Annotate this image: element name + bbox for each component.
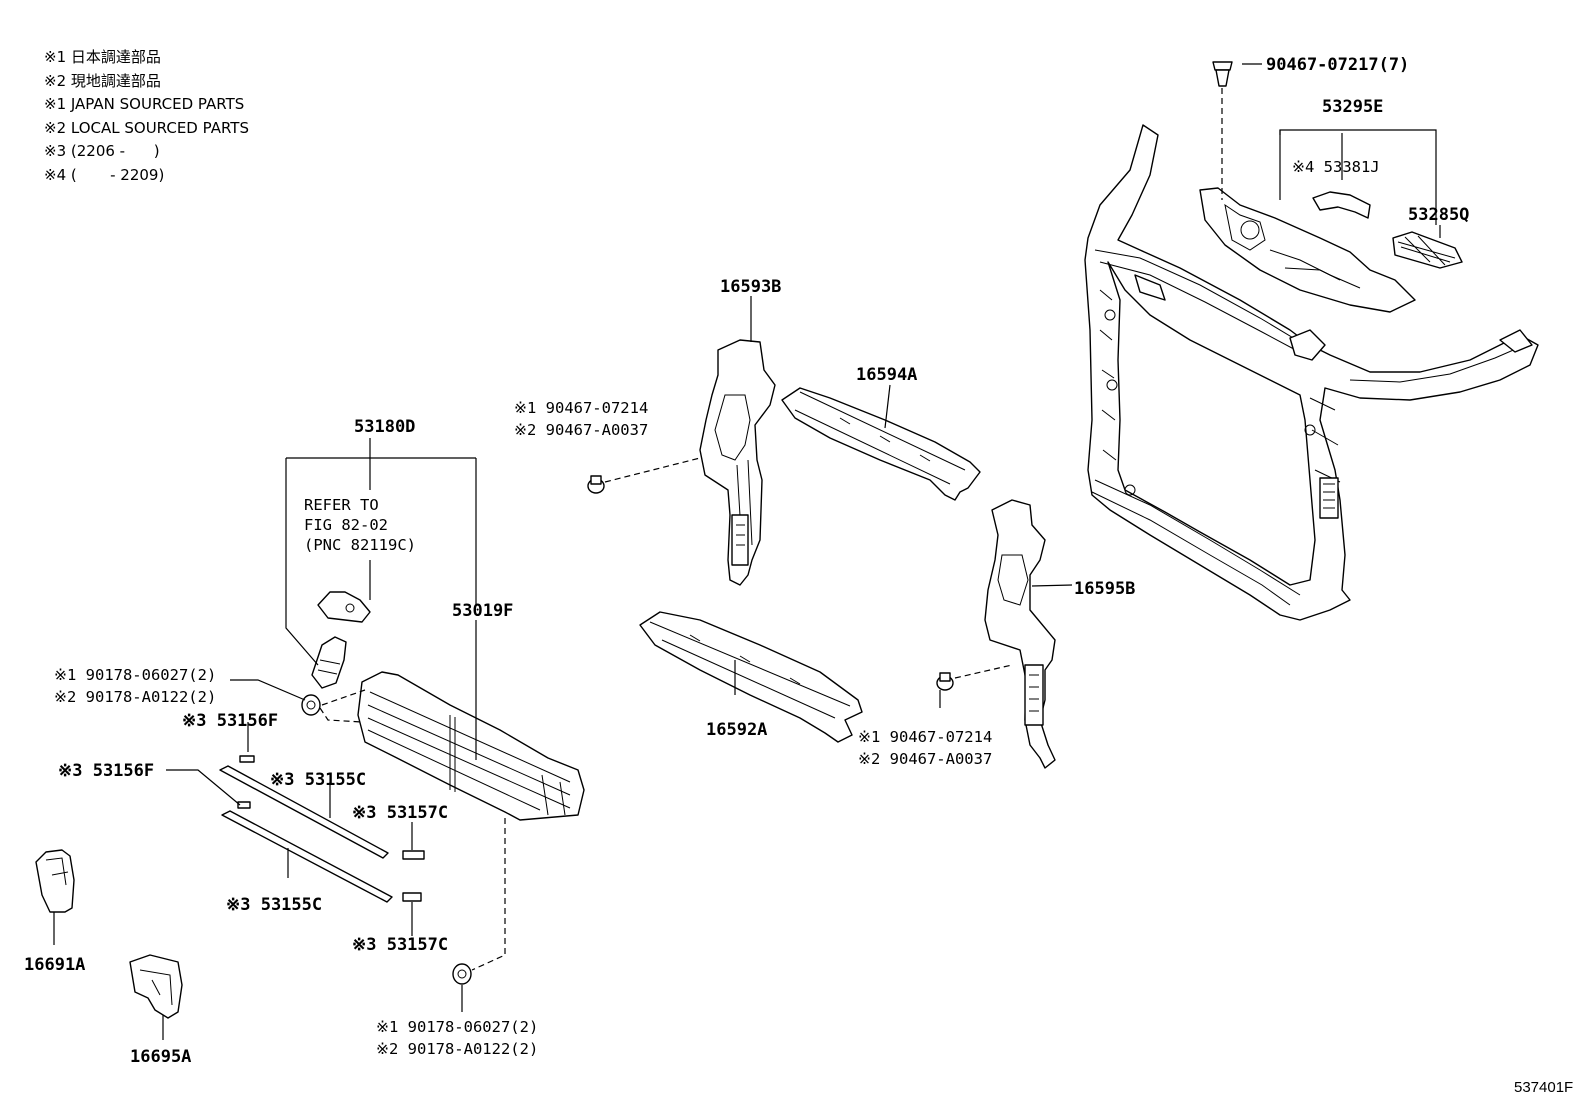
- part-16595B-seal: [984, 499, 1056, 769]
- label-53381J: ※4 53381J: [1292, 158, 1380, 176]
- note-date-to: ※4 ( - 2209): [44, 165, 165, 184]
- label-53019F: 53019F: [452, 601, 513, 621]
- legend-notes: ※1 日本調達部品 ※2 現地調達部品 ※1 JAPAN SOURCED PAR…: [44, 46, 249, 187]
- label-53155C-b: ※3 53155C: [226, 895, 322, 915]
- clip-90467-07217: [1212, 61, 1233, 87]
- label-53295E: 53295E: [1322, 97, 1383, 117]
- nut-top: [301, 694, 321, 716]
- label-16695A: 16695A: [130, 1047, 191, 1067]
- part-16592A-bar: [639, 611, 863, 743]
- nut-bottom: [452, 963, 472, 985]
- part-16691A-bracket: [35, 849, 75, 913]
- part-53381J-clip: [1312, 191, 1371, 219]
- label-53285Q: 53285Q: [1408, 205, 1469, 225]
- label-refer-3: (PNC 82119C): [304, 536, 416, 554]
- label-53156F-b: ※3 53156F: [58, 761, 154, 781]
- note-local-jp: ※2 現地調達部品: [44, 71, 161, 90]
- shutter-actuator: [311, 591, 371, 689]
- note-date-from: ※3 (2206 - ): [44, 142, 160, 160]
- part-53285Q-mesh: [1392, 231, 1463, 269]
- part-53295E-cover: [1199, 187, 1416, 313]
- label-nut-top-2: ※2 90178-A0122(2): [54, 688, 216, 706]
- figure-id: 537401F: [1514, 1079, 1573, 1096]
- label-53180D: 53180D: [354, 417, 415, 437]
- label-16593B: 16593B: [720, 277, 781, 297]
- note-local-en: ※2 LOCAL SOURCED PARTS: [44, 118, 249, 137]
- label-clip-bot-1: ※1 90467-07214: [858, 728, 992, 746]
- part-16593B-seal: [699, 339, 776, 586]
- part-53155C-strip-a: [219, 765, 389, 859]
- radiator-support: [1084, 124, 1539, 621]
- label-nut-bot-1: ※1 90178-06027(2): [376, 1018, 538, 1036]
- label-53157C-b: ※3 53157C: [352, 935, 448, 955]
- note-japan-jp: ※1 日本調達部品: [44, 48, 161, 66]
- part-53156F-pad-a: [239, 755, 255, 763]
- clip-top: [587, 475, 605, 494]
- label-16592A: 16592A: [706, 720, 767, 740]
- part-16594A-bar: [781, 387, 981, 501]
- label-clip-top-1: ※1 90467-07214: [514, 399, 648, 417]
- dashed-lines: [319, 88, 1223, 971]
- label-refer-1: REFER TO: [304, 496, 379, 514]
- leader-lines: [53, 63, 1441, 1040]
- label-16691A: 16691A: [24, 955, 85, 975]
- part-53156F-pad-b: [237, 801, 251, 809]
- note-japan-en: ※1 JAPAN SOURCED PARTS: [44, 95, 245, 113]
- part-53155C-strip-b: [221, 810, 393, 903]
- label-16594A: 16594A: [856, 365, 917, 385]
- label-nut-bot-2: ※2 90178-A0122(2): [376, 1040, 538, 1058]
- label-90467-07217: 90467-07217(7): [1266, 55, 1409, 75]
- label-clip-bot-2: ※2 90467-A0037: [858, 750, 992, 768]
- label-nut-top-1: ※1 90178-06027(2): [54, 666, 216, 684]
- part-53019F-shutter: [357, 671, 585, 821]
- label-16595B: 16595B: [1074, 579, 1135, 599]
- part-16695A-bracket: [129, 954, 183, 1019]
- part-53157C-pad-b: [402, 892, 422, 902]
- part-53157C-pad-a: [402, 850, 425, 860]
- label-refer-2: FIG 82-02: [304, 516, 388, 534]
- label-53157C-a: ※3 53157C: [352, 803, 448, 823]
- label-53156F-a: ※3 53156F: [182, 711, 278, 731]
- label-53155C-a: ※3 53155C: [270, 770, 366, 790]
- label-clip-top-2: ※2 90467-A0037: [514, 421, 648, 439]
- clip-bottom: [936, 672, 954, 691]
